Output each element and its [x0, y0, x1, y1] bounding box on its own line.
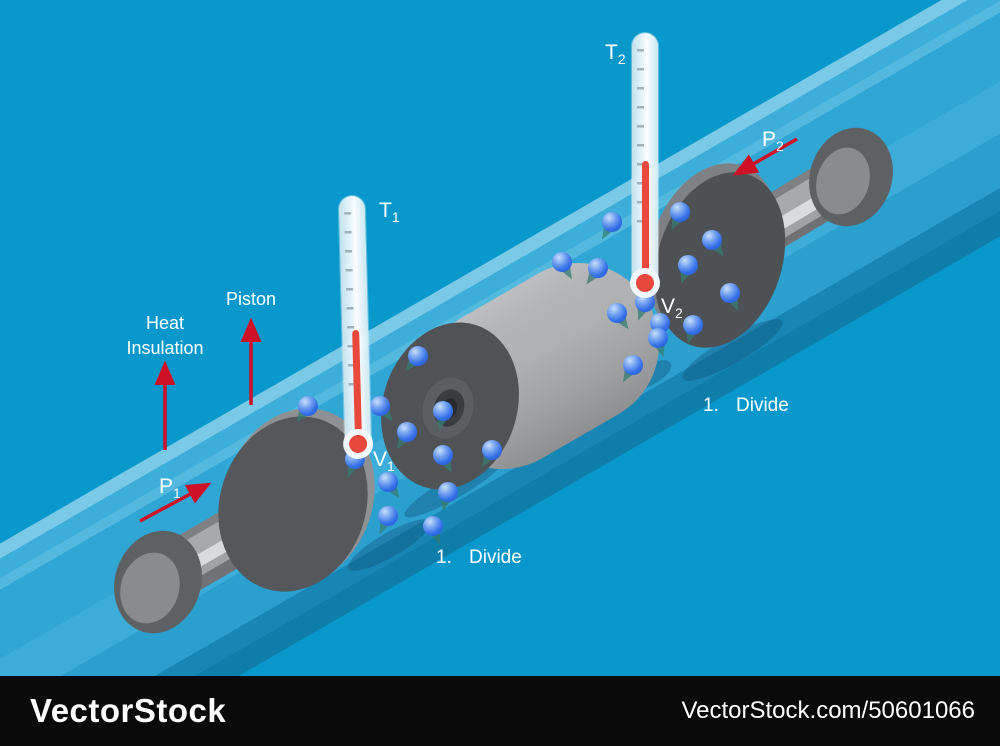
step-number: 1. [436, 547, 452, 568]
gas-molecule [552, 252, 583, 291]
gas-molecule [386, 422, 417, 461]
molecule-trail-icon [435, 451, 463, 484]
step-label-divide-lower: 1. Divide [436, 547, 522, 569]
molecule-trail-icon [678, 322, 701, 355]
thermometer-bulb [636, 274, 654, 292]
gas-molecule [285, 396, 318, 434]
heat-insulation-line2: Insulation [126, 338, 204, 358]
thermometer-scale [637, 49, 644, 237]
v2-label: V2 [661, 295, 683, 322]
gas-molecule [678, 315, 703, 355]
watermark-url: VectorStock.com/50601066 [681, 697, 975, 724]
molecule-trail-icon [650, 335, 673, 368]
gas-molecule [378, 472, 411, 510]
p2-label: P2 [762, 128, 784, 155]
v1-label: V1 [373, 448, 395, 475]
gas-molecule [575, 258, 608, 296]
gas-molecule [720, 283, 750, 322]
step-number: 1. [703, 395, 719, 416]
watermark-bar: VectorStock VectorStock.com/50601066 [0, 676, 1000, 746]
gas-molecule [433, 445, 463, 484]
heat-insulation-label: Heat Insulation [95, 311, 235, 361]
gas-molecule [433, 482, 458, 522]
molecule-trail-icon [430, 409, 451, 440]
gas-molecule [702, 230, 735, 268]
molecule-trail-icon [705, 235, 735, 268]
gas-molecule [660, 202, 690, 241]
gas-molecule [648, 328, 673, 368]
t2-label: T2 [605, 41, 626, 68]
p1-label: P1 [159, 475, 181, 502]
step-label-divide-upper: 1. Divide [703, 395, 789, 417]
gas-molecule [471, 440, 502, 479]
piston-label: Piston [225, 289, 277, 309]
molecule-trail-icon [381, 477, 411, 510]
gas-molecule [612, 355, 643, 394]
molecule-trail-icon [591, 218, 619, 251]
molecule-trail-icon [660, 208, 688, 241]
gas-molecule [370, 396, 405, 433]
gas-molecule [393, 346, 428, 383]
step-word: Divide [736, 395, 789, 416]
gas-molecule [670, 255, 698, 295]
gas-molecule [607, 303, 640, 341]
molecule-trail-icon [471, 446, 499, 479]
molecule-trail-icon [612, 361, 640, 394]
molecule-trail-icon [337, 456, 363, 489]
molecule-trail-icon [670, 262, 696, 295]
molecule-trail-icon [393, 350, 425, 383]
gas-molecule [591, 212, 622, 251]
molecule-trail-icon [722, 289, 750, 322]
molecule-trail-icon [285, 401, 315, 434]
watermark-brand: VectorStock [30, 692, 227, 729]
mercury-column [641, 161, 649, 277]
t1-label: T1 [379, 199, 400, 226]
step-word: Divide [469, 547, 522, 568]
thermometer-2-icon [630, 33, 660, 298]
molecule-trail-icon [368, 512, 396, 545]
gas-molecule [368, 506, 398, 545]
heat-insulation-line1: Heat [145, 313, 185, 333]
gas-molecule [423, 516, 451, 556]
gas-molecule [430, 401, 453, 440]
